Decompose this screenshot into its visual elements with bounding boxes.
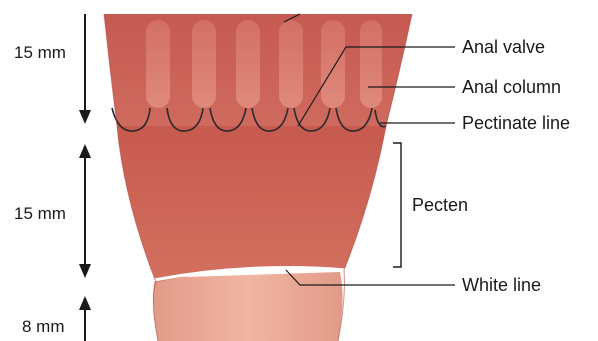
upper-arrow-head (79, 110, 91, 124)
skin-zone (153, 272, 342, 341)
anal-column (360, 20, 382, 108)
measure-upper: 15 mm (14, 43, 66, 62)
anal-column (236, 20, 260, 108)
label-pectinate-line: Pectinate line (462, 113, 570, 133)
label-anal-valve: Anal valve (462, 37, 545, 57)
anal-column (146, 20, 170, 108)
measure-middle: 15 mm (14, 204, 66, 223)
label-pecten: Pecten (412, 195, 468, 215)
label-anal-column: Anal column (462, 77, 561, 97)
lower-arrow-head (79, 296, 91, 310)
measurement-arrows (79, 14, 91, 341)
pecten-zone (117, 126, 386, 282)
anal-column (321, 20, 345, 108)
anal-column (192, 20, 216, 108)
measure-lower: 8 mm (22, 317, 65, 336)
middle-arrow-head-down (79, 264, 91, 278)
anal-column (279, 20, 303, 108)
pecten-bracket (393, 143, 401, 267)
label-white-line: White line (462, 275, 541, 295)
middle-arrow-head-up (79, 144, 91, 158)
